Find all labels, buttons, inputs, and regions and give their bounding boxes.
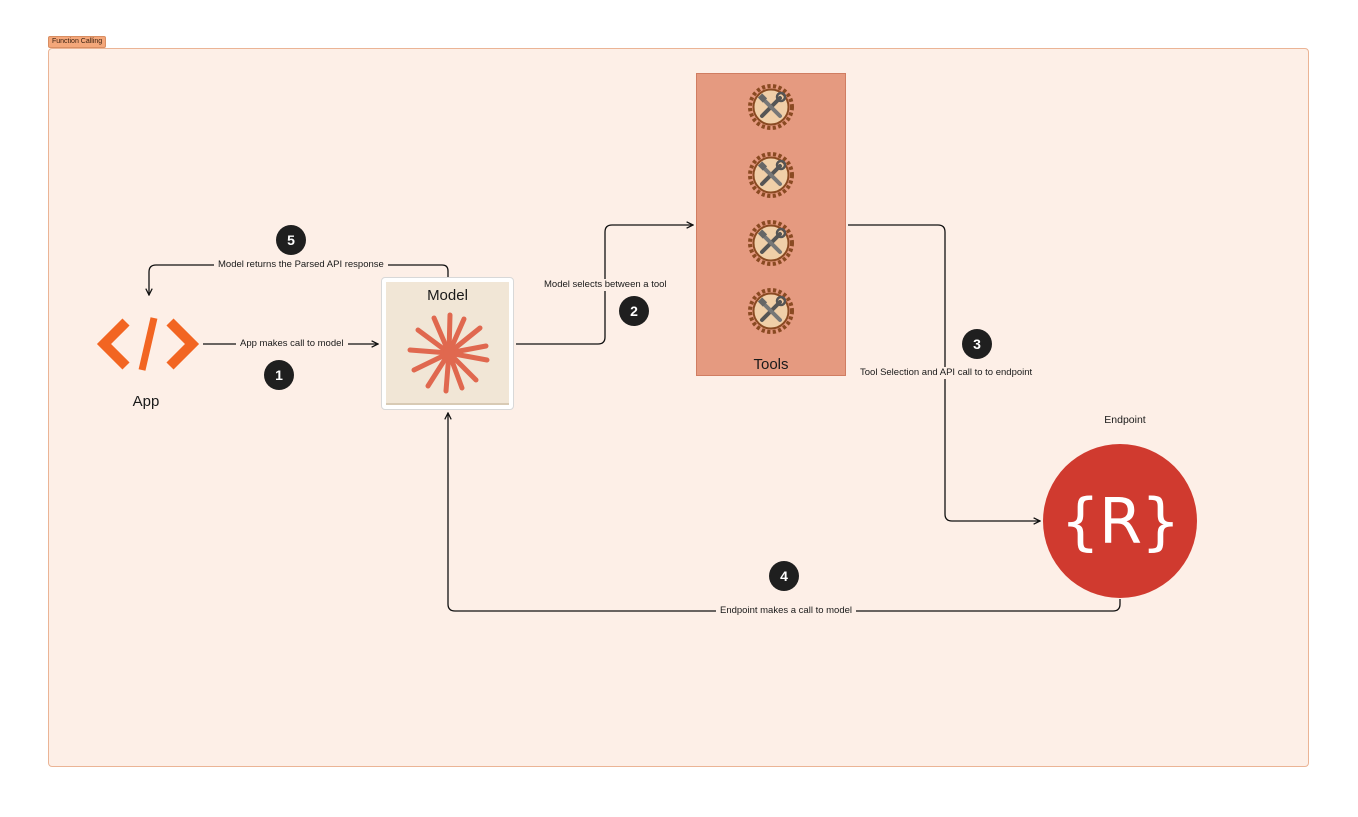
asterisk-spark-icon <box>407 312 490 394</box>
gear-tools-icon[interactable] <box>748 220 794 266</box>
endpoint-symbol: {R} <box>1060 484 1181 558</box>
app-label: App <box>132 393 160 410</box>
endpoint-node[interactable]: {R} <box>1043 444 1197 598</box>
step-5-badge: 5 <box>276 225 306 255</box>
step-2-badge: 2 <box>619 296 649 326</box>
step-2-label: Model selects between a tool <box>540 279 671 291</box>
step-5-label: Model returns the Parsed API response <box>214 259 388 271</box>
step-4-label: Endpoint makes a call to model <box>716 605 857 617</box>
gear-tools-icon[interactable] <box>748 84 794 130</box>
model-label: Model <box>427 287 468 304</box>
gear-tools-icon[interactable] <box>748 288 794 334</box>
model-node[interactable]: Model <box>381 277 514 410</box>
frame-tag[interactable]: Function Calling <box>48 36 107 48</box>
model-card: Model <box>386 282 509 405</box>
code-brackets-icon[interactable] <box>96 316 200 372</box>
step-3-badge: 3 <box>962 329 992 359</box>
function-calling-frame <box>48 48 1309 767</box>
step-1-label: App makes call to model <box>236 338 348 350</box>
step-4-badge: 4 <box>769 561 799 591</box>
gear-tools-icon[interactable] <box>748 152 794 198</box>
step-1-badge: 1 <box>264 360 294 390</box>
tools-label: Tools <box>753 356 789 373</box>
step-3-label: Tool Selection and API call to to endpoi… <box>856 367 1037 379</box>
tools-node[interactable]: Tools <box>696 73 846 376</box>
endpoint-label: Endpoint <box>1104 414 1146 426</box>
